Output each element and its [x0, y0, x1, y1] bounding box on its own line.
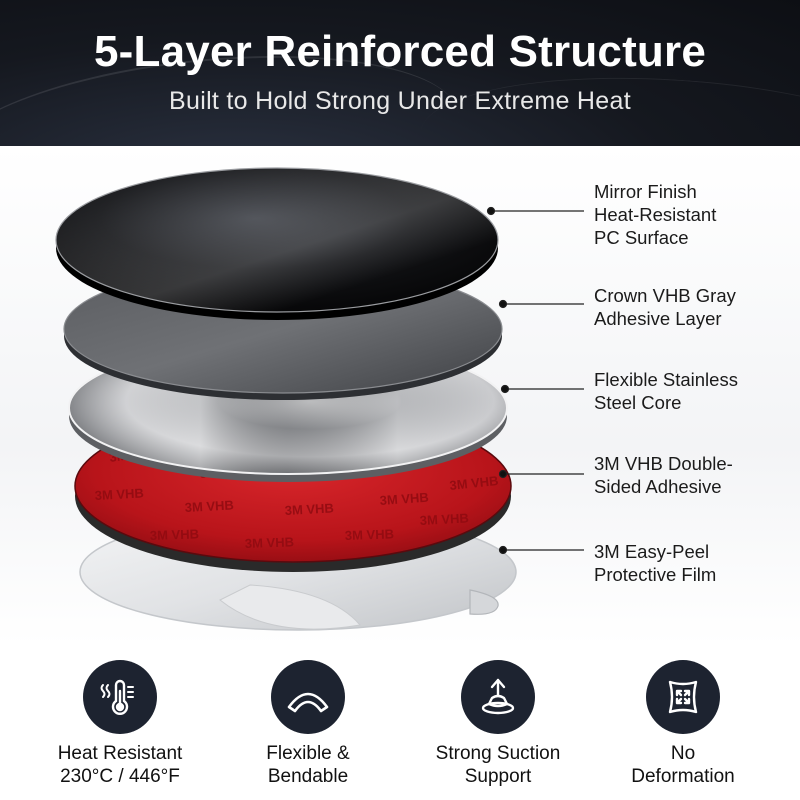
- black-pc-disc: [55, 167, 499, 320]
- layer-label-gray-adhesive: Crown VHB Gray Adhesive Layer: [594, 285, 736, 329]
- layer-label-3m-adhesive: 3M VHB Double- Sided Adhesive: [594, 453, 733, 497]
- adhesive-print-text: 3M VHB: [419, 510, 469, 528]
- no-deformation-icon: [646, 660, 720, 734]
- feature-label: No Deformation: [631, 743, 735, 787]
- feature-suction: Strong Suction Support: [413, 660, 583, 788]
- leader-dot: [498, 469, 508, 479]
- adhesive-print-text: 3M VHB: [150, 526, 200, 543]
- header-banner: 5-Layer Reinforced Structure Built to Ho…: [0, 0, 800, 146]
- page-title: 5-Layer Reinforced Structure: [94, 27, 706, 76]
- adhesive-print-text: 3M VHB: [449, 473, 499, 493]
- feature-flexible: Flexible & Bendable: [223, 660, 393, 788]
- feature-label: Heat Resistant 230°C / 446°F: [57, 743, 183, 787]
- adhesive-print-text: 3M VHB: [245, 534, 295, 551]
- leader-dot: [498, 545, 508, 555]
- page-subtitle: Built to Hold Strong Under Extreme Heat: [169, 87, 631, 115]
- thermometer-icon: [83, 660, 157, 734]
- layer-illustration: 3M VHB 3M VHB 3M VHB 3M VHB 3M VHB 3M VH…: [55, 167, 584, 631]
- leader-dot: [498, 299, 508, 309]
- layer-label-protective-film: 3M Easy-Peel Protective Film: [594, 541, 717, 585]
- layer-label-pc-surface: Mirror Finish Heat-Resistant PC Surface: [594, 181, 717, 248]
- adhesive-print-text: 3M VHB: [94, 485, 144, 503]
- suction-icon: [461, 660, 535, 734]
- layer-label-steel-core: Flexible Stainless Steel Core: [594, 369, 738, 413]
- adhesive-print-text: 3M VHB: [379, 490, 429, 508]
- layer-stage: 3M VHB 3M VHB 3M VHB 3M VHB 3M VHB 3M VH…: [0, 146, 800, 646]
- feature-label: Flexible & Bendable: [266, 743, 350, 787]
- feature-label: Strong Suction Support: [435, 743, 561, 787]
- flex-curve-icon: [271, 660, 345, 734]
- adhesive-print-text: 3M VHB: [184, 497, 234, 515]
- feature-heat-resistant: Heat Resistant 230°C / 446°F: [35, 660, 205, 788]
- feature-no-deformation: No Deformation: [598, 660, 768, 788]
- adhesive-print-text: 3M VHB: [284, 500, 334, 518]
- leader-dot: [486, 206, 496, 216]
- adhesive-print-text: 3M VHB: [345, 526, 395, 543]
- leader-lines: [486, 206, 584, 555]
- leader-dot: [500, 384, 510, 394]
